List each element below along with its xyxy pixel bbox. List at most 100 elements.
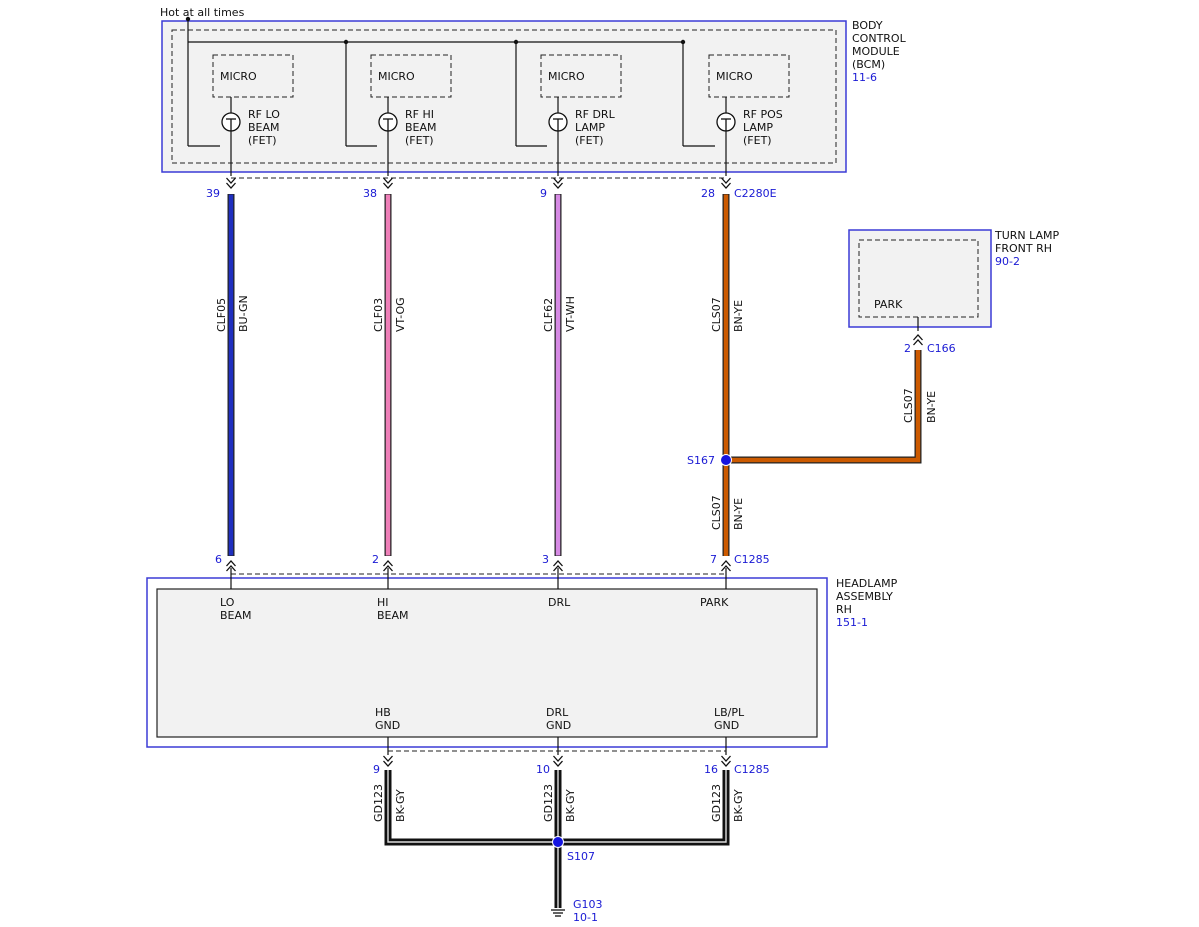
supply-label: Hot at all times — [160, 6, 245, 19]
bcm-ref: 11-6 — [852, 71, 877, 84]
headlamp-ground-label: LB/PL — [714, 706, 745, 719]
connector-pin-icon — [721, 760, 731, 767]
connector-pin-icon — [553, 565, 563, 572]
pin-number: 2 — [904, 342, 911, 355]
wire-color-code: BN-YE — [925, 391, 938, 423]
fet-label: (FET) — [575, 134, 604, 147]
connector-pin-icon — [721, 182, 731, 189]
wire-color-code: BU-GN — [237, 295, 250, 332]
headlamp-input-label: PARK — [700, 596, 729, 609]
headlamp-title: HEADLAMP — [836, 577, 898, 590]
fet-label: RF POS — [743, 108, 783, 121]
circuit-id: GD123 — [542, 784, 555, 822]
connector-pin-icon — [383, 182, 393, 189]
turn-lamp-inner — [858, 239, 979, 318]
headlamp-ground-label: DRL — [546, 706, 569, 719]
micro-label: MICRO — [548, 70, 585, 83]
bcm-title: MODULE — [852, 45, 900, 58]
bcm-inner — [171, 29, 837, 164]
micro-label: MICRO — [220, 70, 257, 83]
connector-pin-icon — [721, 565, 731, 572]
connector-pin-icon — [383, 177, 393, 184]
fet-label: (FET) — [743, 134, 772, 147]
headlamp-ref: 151-1 — [836, 616, 868, 629]
connector-pin-icon — [721, 177, 731, 184]
circuit-id: CLS07 — [902, 388, 915, 423]
fet-label: RF HI — [405, 108, 434, 121]
bcm-title: (BCM) — [852, 58, 885, 71]
connector-pin-icon — [383, 760, 393, 767]
connector-label: C2280E — [734, 187, 777, 200]
wire-color-code: BK-GY — [732, 789, 745, 822]
wire-cls07-branch — [726, 350, 922, 464]
headlamp-input-label: HI — [377, 596, 389, 609]
fet-label: RF LO — [248, 108, 280, 121]
connector-pin-icon — [553, 182, 563, 189]
headlamp-title: RH — [836, 603, 852, 616]
turn-lamp-ref: 90-2 — [995, 255, 1020, 268]
headlamp-ground-label: GND — [375, 719, 400, 732]
turn-lamp-park-label: PARK — [874, 298, 903, 311]
pin-number: 7 — [710, 553, 717, 566]
headlamp-ground-label: GND — [714, 719, 739, 732]
headlamp-inner — [156, 588, 818, 738]
wire-color-code: BK-GY — [564, 789, 577, 822]
pin-number: 28 — [701, 187, 715, 200]
wire-color-code: VT-WH — [564, 296, 577, 332]
headlamp-ground-label: HB — [375, 706, 391, 719]
circuit-id: GD123 — [710, 784, 723, 822]
circuit-id: CLF05 — [215, 298, 228, 332]
wire-cls07-branch-color — [726, 350, 921, 463]
connector-pin-icon — [913, 339, 923, 346]
pin-number: 3 — [542, 553, 549, 566]
connector-pin-icon — [553, 560, 563, 567]
wire-color-code: BK-GY — [394, 789, 407, 822]
fet-label: (FET) — [405, 134, 434, 147]
connector-pin-icon — [553, 755, 563, 762]
headlamp-input-label: DRL — [548, 596, 571, 609]
pin-number: 9 — [373, 763, 380, 776]
connector-pin-icon — [383, 560, 393, 567]
pin-number: 39 — [206, 187, 220, 200]
headlamp-input-label: BEAM — [220, 609, 252, 622]
pin-number: 6 — [215, 553, 222, 566]
connector-pin-icon — [226, 565, 236, 572]
headlamp-ground-label: GND — [546, 719, 571, 732]
splice-s167-dot — [720, 454, 732, 466]
wire-color-code: VT-OG — [394, 297, 407, 332]
bcm-title: BODY — [852, 19, 883, 32]
circuit-id: CLS07 — [710, 495, 723, 530]
micro-label: MICRO — [716, 70, 753, 83]
connector-label: C1285 — [734, 553, 770, 566]
fet-label: RF DRL — [575, 108, 616, 121]
wire-color-code: BN-YE — [732, 498, 745, 530]
wire-color-code: BN-YE — [732, 300, 745, 332]
connector-pin-icon — [226, 177, 236, 184]
splice-s107-dot — [552, 836, 564, 848]
supply-node — [185, 16, 191, 22]
connector-pin-icon — [721, 560, 731, 567]
fet-label: LAMP — [575, 121, 605, 134]
headlamp-input-label: BEAM — [377, 609, 409, 622]
connector-pin-icon — [721, 755, 731, 762]
circuit-id: CLF62 — [542, 298, 555, 332]
fet-label: LAMP — [743, 121, 773, 134]
connector-label: C166 — [927, 342, 956, 355]
micro-block — [708, 54, 790, 98]
circuit-id: GD123 — [372, 784, 385, 822]
fet-label: (FET) — [248, 134, 277, 147]
pin-number: 38 — [363, 187, 377, 200]
connector-pin-icon — [383, 755, 393, 762]
connector-pin-icon — [913, 334, 923, 341]
circuit-id: CLS07 — [710, 297, 723, 332]
bcm-title: CONTROL — [852, 32, 907, 45]
pin-number: 2 — [372, 553, 379, 566]
splice-label: S167 — [687, 454, 715, 467]
connector-pin-icon — [383, 565, 393, 572]
micro-block — [370, 54, 452, 98]
pin-number: 16 — [704, 763, 718, 776]
ground-ref: 10-1 — [573, 911, 598, 924]
connector-pin-icon — [553, 760, 563, 767]
pin-number: 10 — [536, 763, 550, 776]
